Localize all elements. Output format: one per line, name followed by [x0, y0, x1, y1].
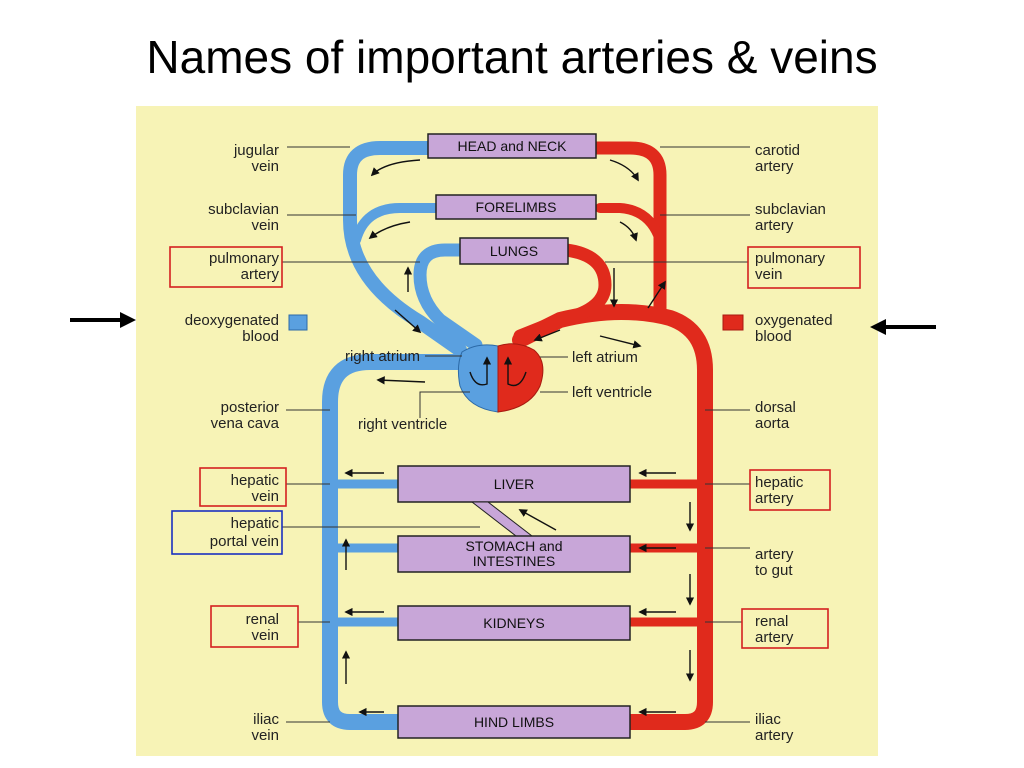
organ-lungs: LUNGS	[459, 237, 569, 265]
flow-arrows	[341, 159, 695, 717]
organ-lungs-label: LUNGS	[490, 243, 538, 259]
label-iliac-vein-1: iliac	[253, 711, 279, 728]
organ-stomach-label-1: STOMACH and	[466, 538, 563, 554]
label-hepatic-artery-2: artery	[755, 490, 794, 507]
hepatic-artery-box	[749, 469, 831, 511]
label-gut-artery-1: artery	[755, 546, 794, 563]
label-renal-artery-2: artery	[755, 629, 794, 646]
organ-forelimbs-label: FORELIMBS	[476, 199, 557, 215]
label-subclavian-artery-1: subclavian	[755, 201, 826, 218]
renal-vein-box	[210, 605, 299, 648]
label-renal-vein-1: renal	[246, 611, 279, 628]
organ-hind-limbs-label: HIND LIMBS	[474, 714, 554, 730]
organ-stomach-intestines: STOMACH and INTESTINES	[397, 535, 631, 573]
label-gut-artery-2: to gut	[755, 562, 793, 579]
left-labels: jugular vein subclavian vein pulmonary a…	[185, 142, 280, 744]
label-iliac-vein-2: vein	[251, 727, 279, 744]
label-renal-vein-2: vein	[251, 627, 279, 644]
hepatic-vein-box	[199, 467, 287, 507]
deoxygenated-swatch	[288, 314, 308, 331]
label-subclavian-artery-2: artery	[755, 217, 794, 234]
label-deoxygenated-2: blood	[242, 328, 279, 345]
label-renal-artery-1: renal	[755, 613, 788, 630]
heart-labels: right atrium left atrium left ventricle …	[345, 348, 652, 433]
organ-liver-label: LIVER	[494, 476, 534, 492]
label-deoxygenated-1: deoxygenated	[185, 312, 279, 329]
label-oxygenated-2: blood	[755, 328, 792, 345]
label-posterior-2: vena cava	[211, 415, 280, 432]
pulmonary-artery-box	[169, 246, 283, 288]
label-pulmonary-artery-1: pulmonary	[209, 250, 280, 267]
label-carotid-1: carotid	[755, 142, 800, 159]
deoxygenated-vessels	[322, 141, 483, 730]
organ-forelimbs: FORELIMBS	[435, 194, 597, 220]
label-jugular-1: jugular	[233, 142, 279, 159]
organ-stomach-label-2: INTESTINES	[473, 553, 555, 569]
oxygenated-swatch	[722, 314, 744, 331]
label-left-ventricle: left ventricle	[572, 384, 652, 401]
label-dorsal-2: aorta	[755, 415, 790, 432]
organ-liver: LIVER	[397, 465, 631, 503]
label-hepatic-vein-2: vein	[251, 488, 279, 505]
slide-title: Names of important arteries & veins	[146, 31, 878, 83]
label-pulmonary-vein-2: vein	[755, 266, 783, 283]
renal-artery-box	[741, 608, 829, 649]
organ-hind-limbs: HIND LIMBS	[397, 705, 631, 739]
label-left-atrium: left atrium	[572, 349, 638, 366]
label-dorsal-1: dorsal	[755, 399, 796, 416]
label-subclavian-vein-2: vein	[251, 217, 279, 234]
label-hepatic-vein-1: hepatic	[231, 472, 280, 489]
right-labels: carotid artery subclavian artery pulmona…	[755, 142, 833, 744]
label-iliac-artery-1: iliac	[755, 711, 781, 728]
label-pulmonary-artery-2: artery	[241, 266, 280, 283]
legend	[70, 312, 936, 335]
label-portal-vein-2: portal vein	[210, 533, 279, 550]
label-iliac-artery-2: artery	[755, 727, 794, 744]
organ-kidneys: KIDNEYS	[397, 605, 631, 641]
oxygenated-vessels	[512, 141, 713, 730]
label-subclavian-vein-1: subclavian	[208, 201, 279, 218]
label-hepatic-artery-1: hepatic	[755, 474, 804, 491]
label-jugular-2: vein	[251, 158, 279, 175]
label-portal-vein-1: hepatic	[231, 515, 280, 532]
organ-head-neck: HEAD and NECK	[427, 133, 597, 159]
label-posterior-1: posterior	[221, 399, 279, 416]
organ-boxes: HEAD and NECK FORELIMBS LUNGS LIVER STOM…	[397, 133, 631, 739]
label-pulmonary-vein-1: pulmonary	[755, 250, 826, 267]
organ-kidneys-label: KIDNEYS	[483, 615, 544, 631]
leader-lines	[282, 146, 750, 723]
organ-head-neck-label: HEAD and NECK	[458, 138, 568, 154]
label-oxygenated-1: oxygenated	[755, 312, 833, 329]
hepatic-portal-vein-box	[171, 510, 283, 555]
heart	[457, 343, 544, 413]
pulmonary-vein-box	[747, 246, 861, 289]
highlight-boxes	[169, 246, 861, 649]
label-carotid-2: artery	[755, 158, 794, 175]
label-right-atrium: right atrium	[345, 348, 420, 365]
label-right-ventricle: right ventricle	[358, 416, 447, 433]
